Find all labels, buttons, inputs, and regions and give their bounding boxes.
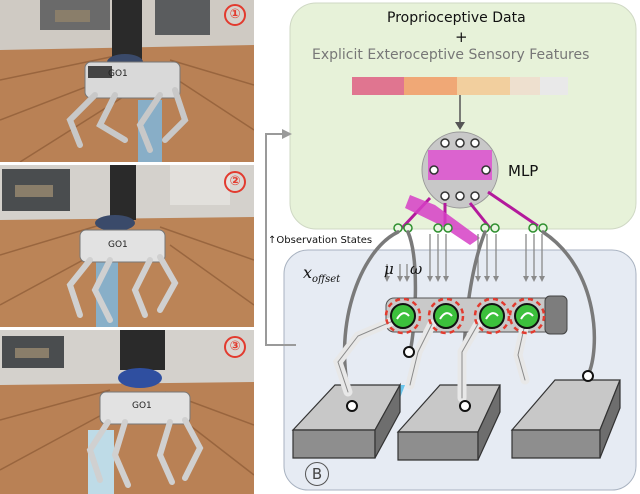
- observation-states-text: Observation States: [276, 235, 373, 246]
- photo-step-2: GO1 ②: [0, 165, 254, 327]
- terrain-blocks: [291, 379, 621, 461]
- robot-label-3: GO1: [132, 401, 152, 411]
- architecture-diagram: [265, 2, 637, 491]
- photo-step-1: GO1 ①: [0, 0, 254, 162]
- panel-label-text: B: [311, 465, 323, 483]
- photo-step-2-image: GO1: [0, 165, 254, 327]
- robot-model: [332, 295, 568, 403]
- mlp-node: [421, 131, 499, 209]
- photo-step-3: GO1 ③: [0, 330, 254, 494]
- feature-bar: [352, 77, 568, 95]
- observation-states-label: ↑Observation States: [268, 235, 373, 246]
- header-plus: +: [455, 28, 468, 46]
- x-symbol: x: [303, 263, 313, 282]
- robot-label-2: GO1: [108, 240, 128, 250]
- x-offset-symbol: xoffset: [303, 263, 340, 285]
- mlp-label: MLP: [508, 162, 539, 180]
- offset-subscript: offset: [312, 274, 341, 286]
- step-number-2: ②: [224, 171, 246, 193]
- photo-step-1-image: GO1: [0, 0, 254, 162]
- foot-markers: [346, 346, 594, 412]
- header-line-1: Proprioceptive Data: [387, 10, 526, 26]
- panel-label-b: B: [305, 462, 329, 486]
- observation-loop: [265, 133, 296, 346]
- header-line-2: Explicit Exteroceptive Sensory Features: [312, 47, 590, 63]
- omega-symbol: ω: [410, 260, 423, 278]
- robot-label-1: GO1: [108, 69, 128, 79]
- motor-icons: [390, 303, 540, 329]
- mu-symbol: μ: [384, 260, 394, 278]
- photo-step-3-image: GO1: [0, 330, 254, 494]
- step-number-1: ①: [224, 4, 246, 26]
- step-number-3: ③: [224, 336, 246, 358]
- output-nodes: [393, 223, 548, 233]
